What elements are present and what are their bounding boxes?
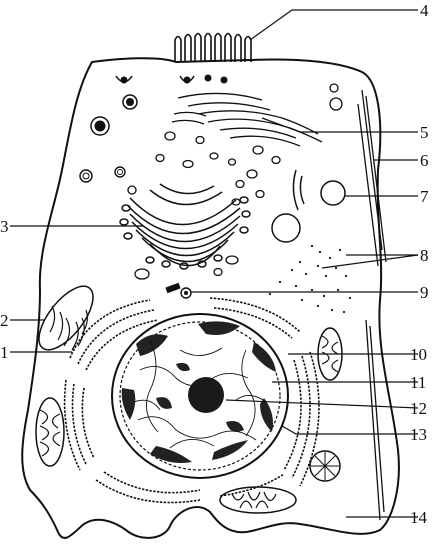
callout-12: 12 <box>410 399 427 418</box>
microtubules <box>357 89 387 521</box>
callout-1: 1 <box>0 343 9 362</box>
callout-8: 8 <box>420 246 429 265</box>
endoplasmic-reticulum-upper <box>171 92 323 147</box>
vacuoles <box>271 169 346 243</box>
leader-lines <box>10 9 419 518</box>
callout-13: 13 <box>410 425 427 444</box>
callout-11: 11 <box>410 373 426 392</box>
callout-4: 4 <box>420 1 429 20</box>
nucleus <box>111 313 289 479</box>
callout-10: 10 <box>410 345 427 364</box>
rough-er-perinuclear <box>63 297 320 504</box>
callout-9: 9 <box>420 283 429 302</box>
microvilli <box>174 32 252 62</box>
callout-5: 5 <box>420 123 429 142</box>
free-ribosomes <box>268 244 352 314</box>
callout-14: 14 <box>410 508 428 527</box>
callout-2: 2 <box>0 311 9 330</box>
callout-6: 6 <box>420 151 429 170</box>
golgi-apparatus <box>119 183 251 270</box>
vesicles <box>134 131 281 280</box>
callout-3: 3 <box>0 217 9 236</box>
pinocytotic-vesicles <box>79 74 343 195</box>
centrioles <box>165 282 192 299</box>
nucleolus <box>188 377 224 413</box>
callout-labels: 4 5 6 7 8 9 10 11 12 13 14 3 2 1 <box>0 1 429 527</box>
cell-membrane <box>21 57 400 539</box>
callout-7: 7 <box>420 187 429 206</box>
